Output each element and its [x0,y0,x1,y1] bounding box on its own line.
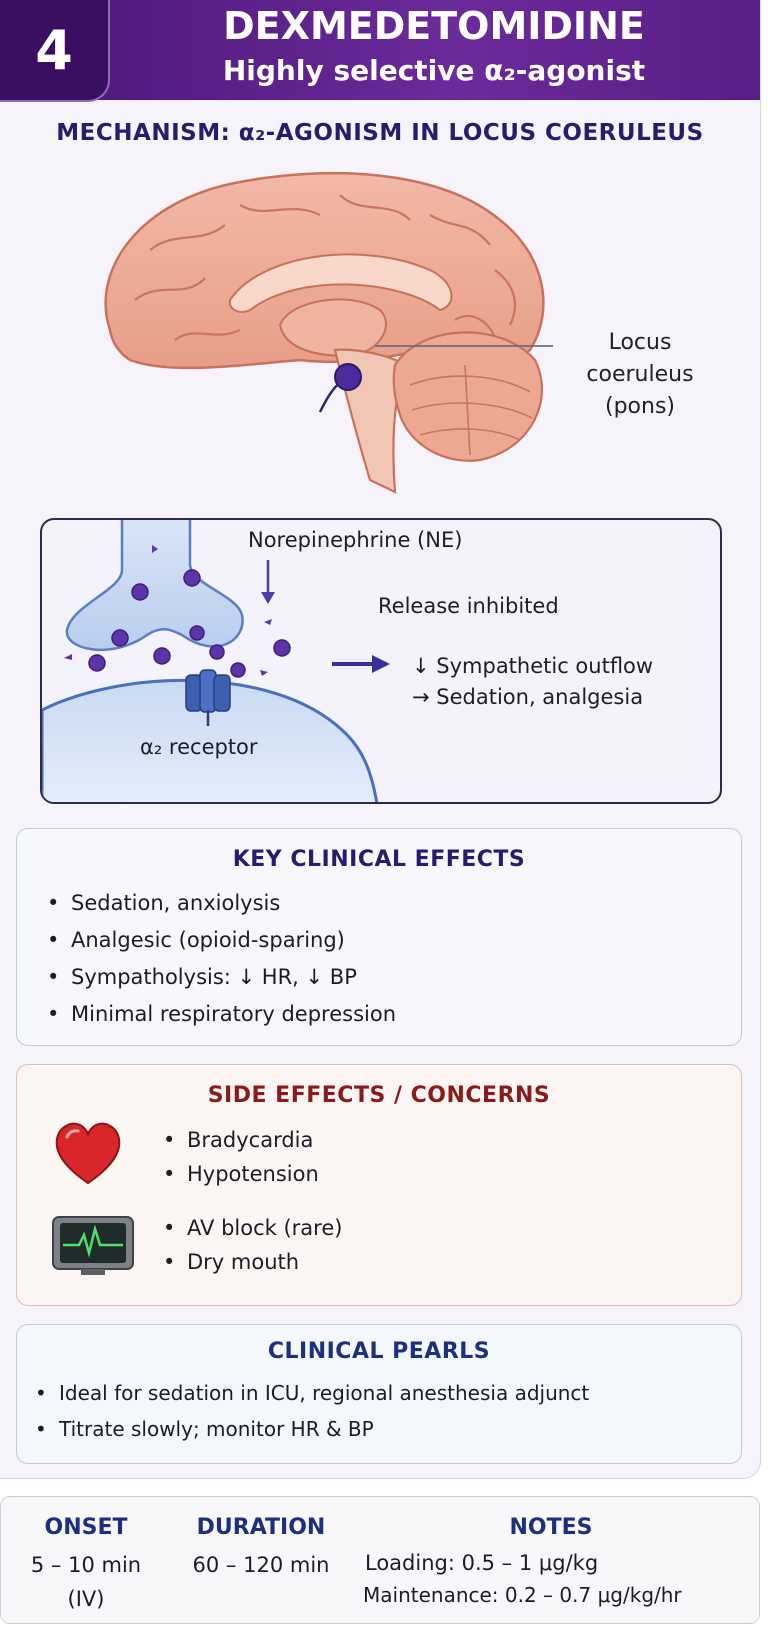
receptor-label: α₂ receptor [140,735,258,759]
mechanism-heading: MECHANISM: α₂-AGONISM IN LOCUS COERULEUS [56,120,704,146]
side-effects-title: SIDE EFFECTS / CONCERNS [207,1083,551,1108]
locus-coeruleus-dot [334,363,362,391]
list-item: Titrate slowly; monitor HR & BP [29,1411,589,1447]
onset-route: (IV) [67,1587,105,1611]
list-item: Sympatholysis: ↓ HR, ↓ BP [41,959,396,996]
clinical-pearls-list: Ideal for sedation in ICU, regional anes… [29,1375,589,1447]
list-item: Hypotension [157,1157,319,1191]
key-effects-list: Sedation, anxiolysis Analgesic (opioid-s… [41,885,396,1033]
side-effects-list-2: AV block (rare) Dry mouth [157,1211,342,1279]
clinical-pearls-card: CLINICAL PEARLS Ideal for sedation in IC… [16,1324,742,1464]
release-inhibited-label: Release inhibited [378,594,559,618]
ecg-monitor-icon [52,1216,134,1275]
list-item: Ideal for sedation in ICU, regional anes… [29,1375,589,1411]
duration-label: DURATION [196,1515,326,1540]
cerebellum [392,331,544,462]
list-item: Analgesic (opioid-sparing) [41,922,396,959]
ne-vesicles [88,569,291,678]
side-effects-card: SIDE EFFECTS / CONCERNS Bradycardia Hypo… [16,1064,742,1306]
list-item: Minimal respiratory depression [41,996,396,1033]
locus-label-line1: Locus [608,330,672,355]
cerebellum-folia [409,364,533,456]
onset-label: ONSET [44,1515,128,1540]
section-number-badge: 4 [0,0,110,102]
heart-icon [55,1122,121,1185]
notes-label: NOTES [509,1515,593,1540]
notes-maintenance: Maintenance: 0.2 – 0.7 μg/kg/hr [363,1583,682,1607]
onset-value: 5 – 10 min [30,1553,142,1577]
list-item: Sedation, anxiolysis [41,885,396,922]
thalamus [278,298,387,357]
presynaptic-terminal [65,520,244,651]
drug-title: DEXMEDETOMIDINE [223,4,645,48]
key-effects-title: KEY CLINICAL EFFECTS [232,847,526,872]
gyri [134,194,517,341]
drug-subtitle: Highly selective α₂-agonist [222,54,646,87]
list-item: Dry mouth [157,1245,342,1279]
notes-loading: Loading: 0.5 – 1 μg/kg [365,1551,599,1575]
postsynaptic-membrane [42,678,379,802]
locus-label-line3: (pons) [605,394,675,419]
clinical-pearls-title: CLINICAL PEARLS [267,1339,491,1364]
corpus-callosum [228,253,453,313]
alpha2-receptor [185,669,231,726]
list-item: Bradycardia [157,1123,319,1157]
header-banner: 4 DEXMEDETOMIDINE Highly selective α₂-ag… [0,0,760,102]
key-effects-card: KEY CLINICAL EFFECTS Sedation, anxiolysi… [16,828,742,1046]
duration-value: 60 – 120 min [192,1553,330,1577]
ne-label: Norepinephrine (NE) [248,528,463,552]
list-item: AV block (rare) [157,1211,342,1245]
brain-illustration [104,171,553,494]
pharmacokinetics-footer: ONSET 5 – 10 min (IV) DURATION 60 – 120 … [0,1496,760,1624]
side-effects-list-1: Bradycardia Hypotension [157,1123,319,1191]
locus-label-line2: coeruleus [586,362,694,387]
sympathetic-outflow-label: ↓ Sympathetic outflow [412,654,654,678]
synapse-diagram: Norepinephrine (NE) Release inhibited ↓ … [40,518,722,804]
sedation-analgesia-label: → Sedation, analgesia [412,685,644,709]
synapse-svg [42,520,390,802]
